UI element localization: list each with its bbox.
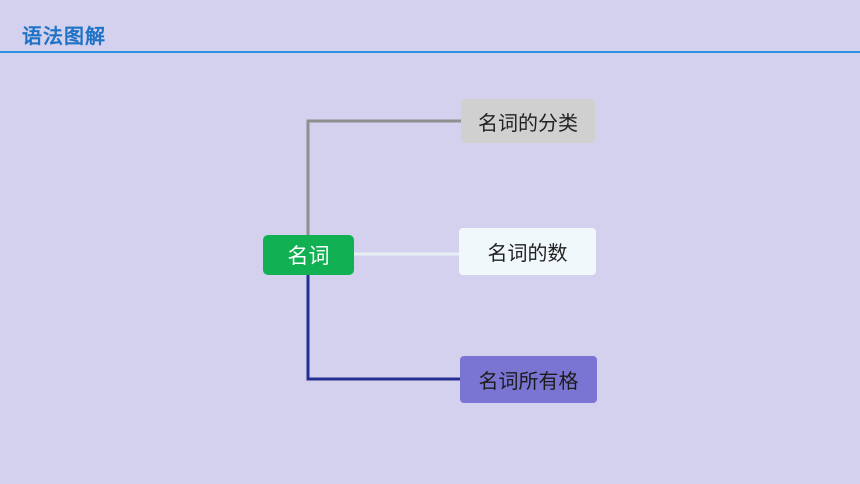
page-title: 语法图解 <box>22 24 106 48</box>
mindmap-root-node: 名词 <box>263 235 354 275</box>
mindmap-branch-node: 名词的数 <box>459 228 596 275</box>
mindmap-branch-node: 名词所有格 <box>460 356 597 403</box>
mindmap-branch-node: 名词的分类 <box>461 99 595 143</box>
connector-branch-3 <box>306 270 460 381</box>
header-divider <box>0 51 860 53</box>
connector-branch-1 <box>306 119 461 243</box>
